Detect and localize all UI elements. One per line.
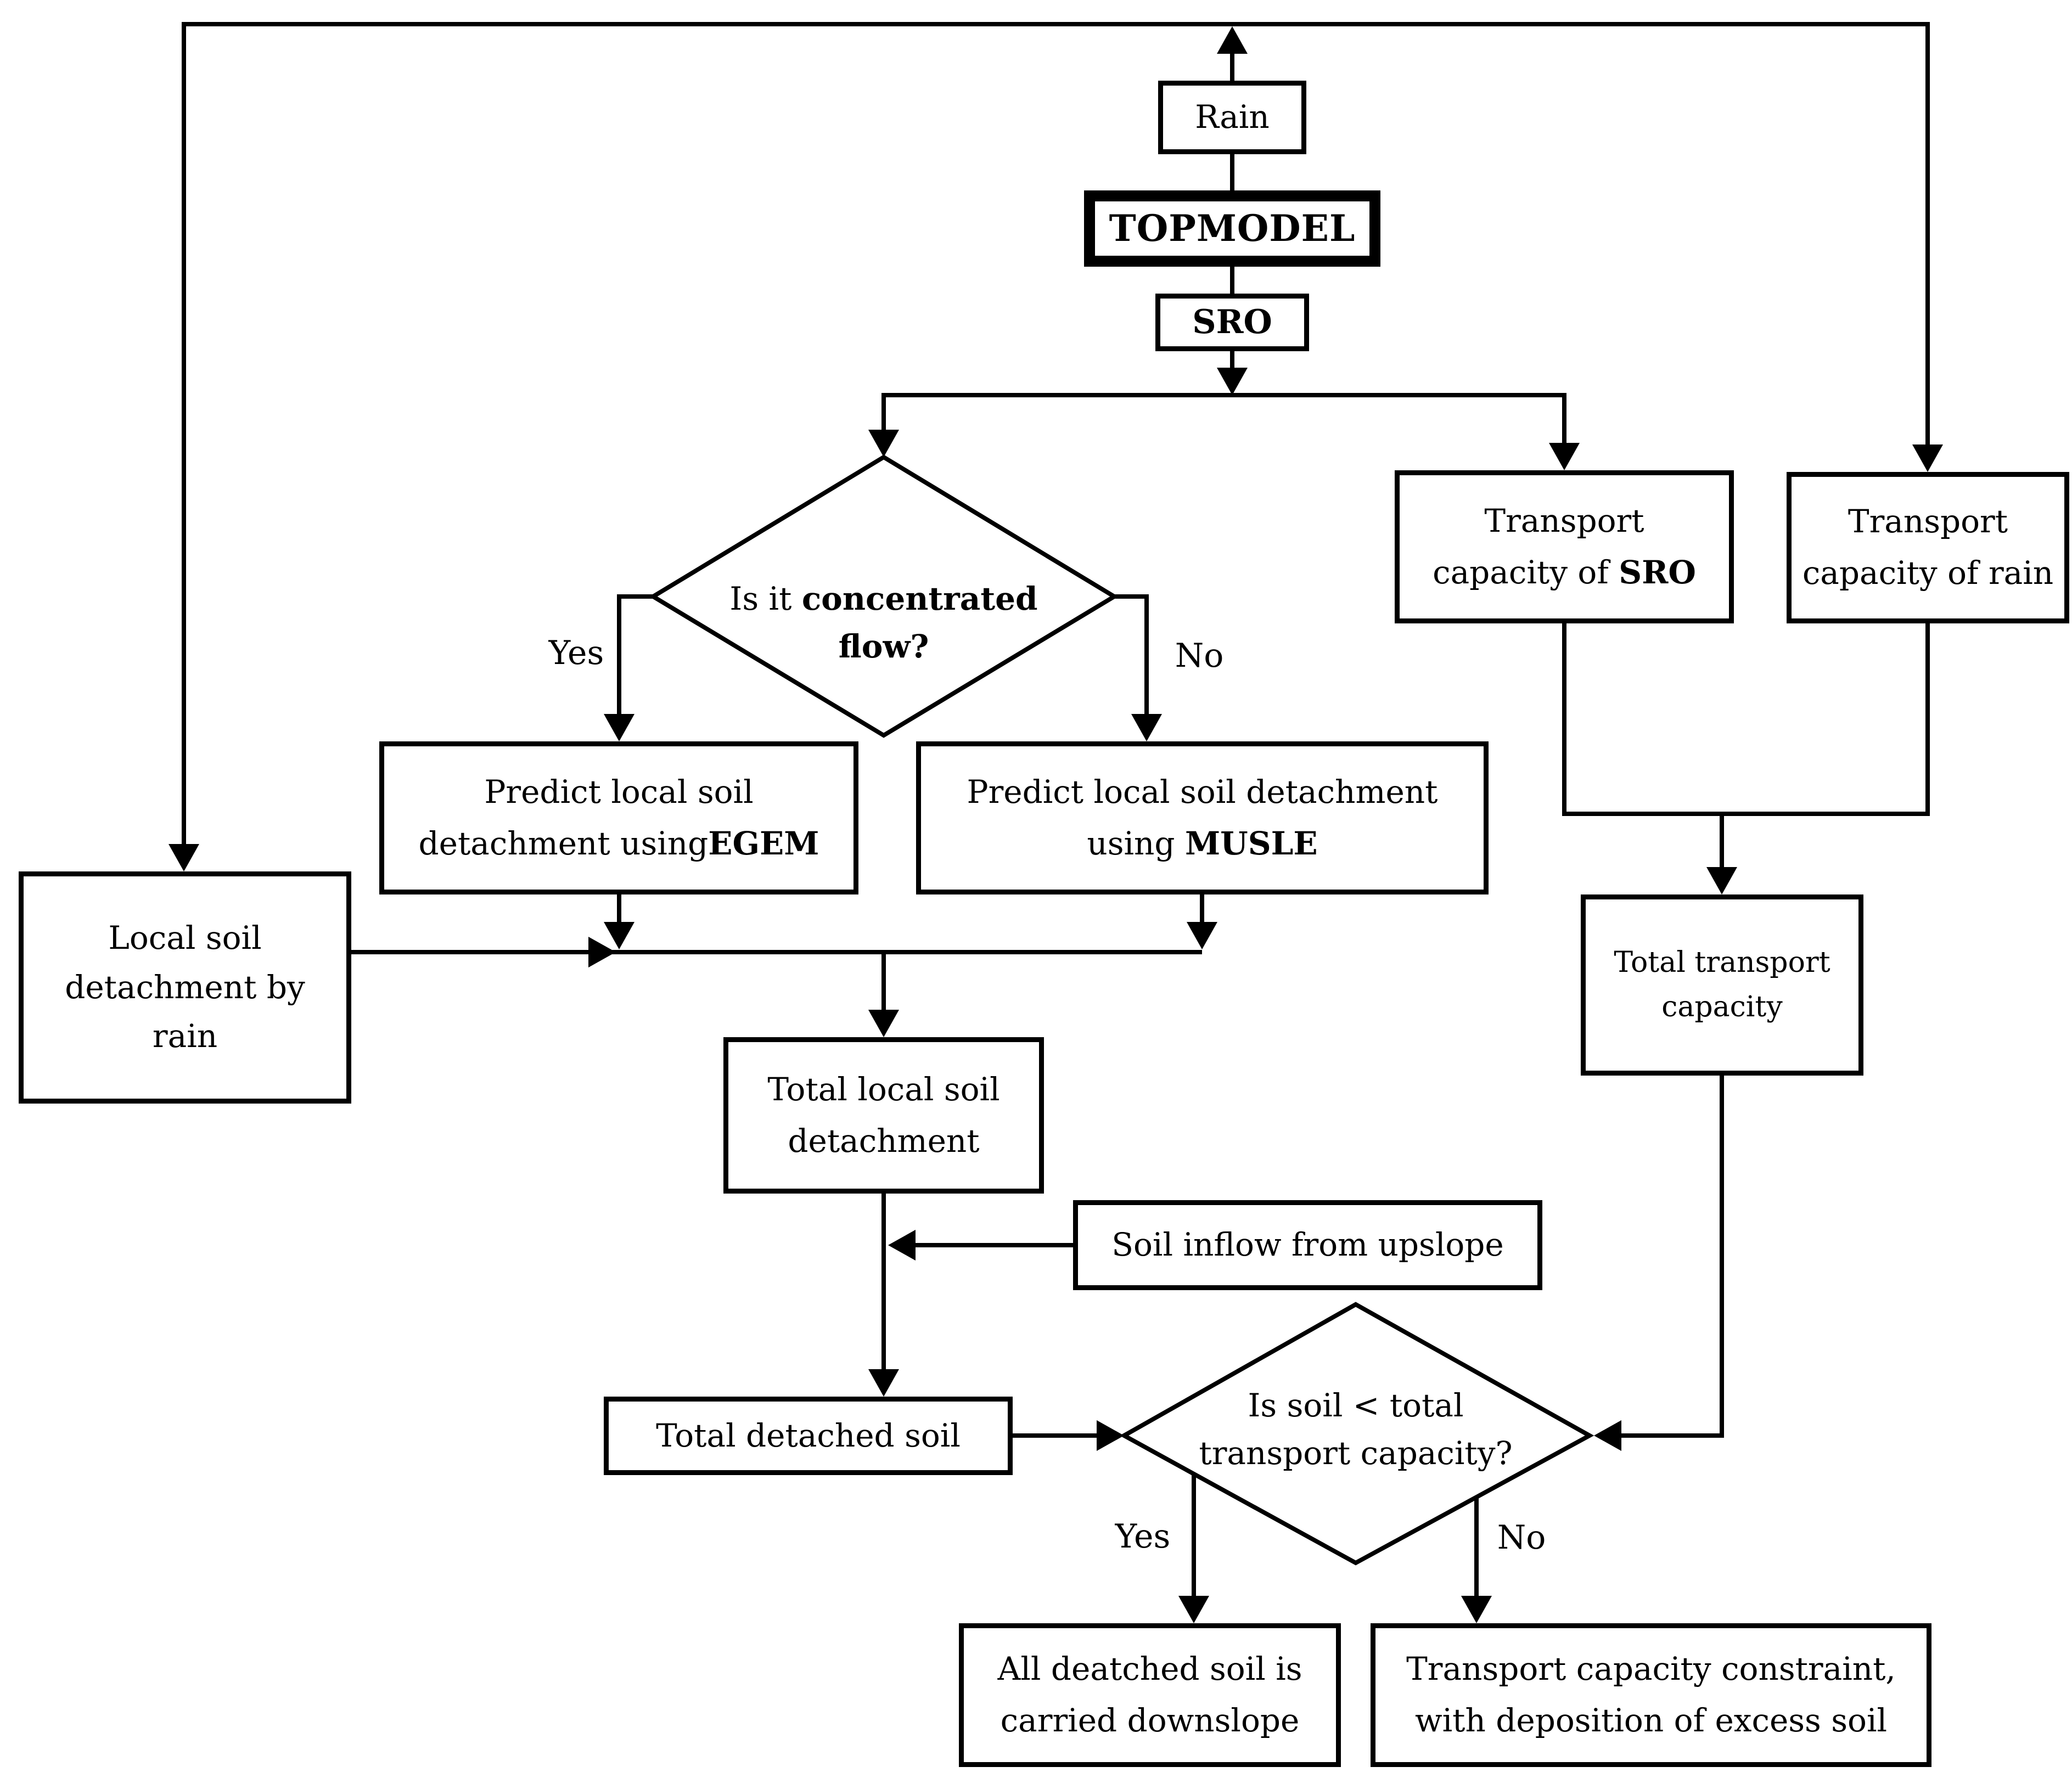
label-no-flow: No bbox=[1175, 637, 1224, 675]
edge-capacity-merge-rail bbox=[1562, 623, 1930, 816]
node-local-rain-detachment: Local soil detachment by rain bbox=[19, 871, 351, 1104]
edge-totaldetached-decision bbox=[1013, 1420, 1124, 1451]
node-all-carried-downslope: All deatched soil is carried downslope bbox=[959, 1623, 1341, 1767]
node-rain: Rain bbox=[1158, 81, 1306, 154]
edge-top-rail bbox=[169, 22, 1943, 871]
node-soil-inflow: Soil inflow from upslope bbox=[1073, 1200, 1542, 1290]
edge-yes1 bbox=[604, 594, 653, 741]
capacity-sro-text: capacity of bbox=[1433, 553, 1619, 591]
edge-yes2 bbox=[1178, 1474, 1209, 1623]
edge-merge-totallocal bbox=[868, 952, 899, 1037]
node-capacity-rain: Transport capacity of rain bbox=[1787, 472, 2069, 623]
label-yes-flow: Yes bbox=[548, 634, 604, 672]
edge-localrain-merge bbox=[351, 937, 1202, 967]
edge-no2 bbox=[1461, 1497, 1492, 1623]
node-sro: SRO bbox=[1155, 294, 1309, 351]
edge-totalcapacity-decision bbox=[1594, 1076, 1724, 1451]
node-capacity-constraint: Transport capacity constraint, with depo… bbox=[1371, 1623, 1931, 1767]
node-capacity-sro: Transport capacity of SRO bbox=[1395, 470, 1734, 623]
label-no-capacity: No bbox=[1497, 1518, 1546, 1557]
node-topmodel: TOPMODEL bbox=[1084, 190, 1380, 267]
edge-merge-totalcapacity bbox=[1706, 814, 1737, 894]
decision-capacity-label: Is soil < total transport capacity? bbox=[1199, 1387, 1513, 1472]
predict-egem-text: detachment using bbox=[418, 824, 709, 862]
predict-musle-text: using bbox=[1087, 824, 1185, 862]
edge-soilinflow-join bbox=[888, 1230, 1073, 1261]
decision-flow-label: Is it concentrated flow? bbox=[729, 580, 1038, 665]
decision-flow-diamond bbox=[649, 454, 1119, 738]
edge-musle-merge bbox=[1187, 894, 1217, 949]
edge-no1 bbox=[1114, 594, 1162, 741]
edge-egem-merge bbox=[604, 894, 634, 949]
capacity-sro-bold: SRO bbox=[1619, 553, 1696, 591]
node-total-local-detachment: Total local soil detachment bbox=[723, 1037, 1044, 1194]
edge-rain-to-rail bbox=[1217, 26, 1248, 82]
decision-capacity-diamond bbox=[1119, 1302, 1594, 1566]
edge-totallocal-totaldetached bbox=[868, 1194, 899, 1397]
musle-model-name: MUSLE bbox=[1184, 824, 1318, 862]
node-predict-egem: Predict local soil detachment usingEGEM bbox=[379, 741, 858, 894]
label-yes-capacity: Yes bbox=[1115, 1517, 1171, 1556]
node-total-detached-soil: Total detached soil bbox=[604, 1397, 1013, 1475]
edge-sro-split bbox=[1217, 351, 1248, 395]
node-predict-musle: Predict local soil detachment using MUSL… bbox=[916, 741, 1489, 894]
egem-model-name: EGEM bbox=[708, 824, 819, 862]
node-total-transport-capacity: Total transport capacity bbox=[1581, 894, 1863, 1076]
edge-split-rail bbox=[868, 393, 1580, 470]
